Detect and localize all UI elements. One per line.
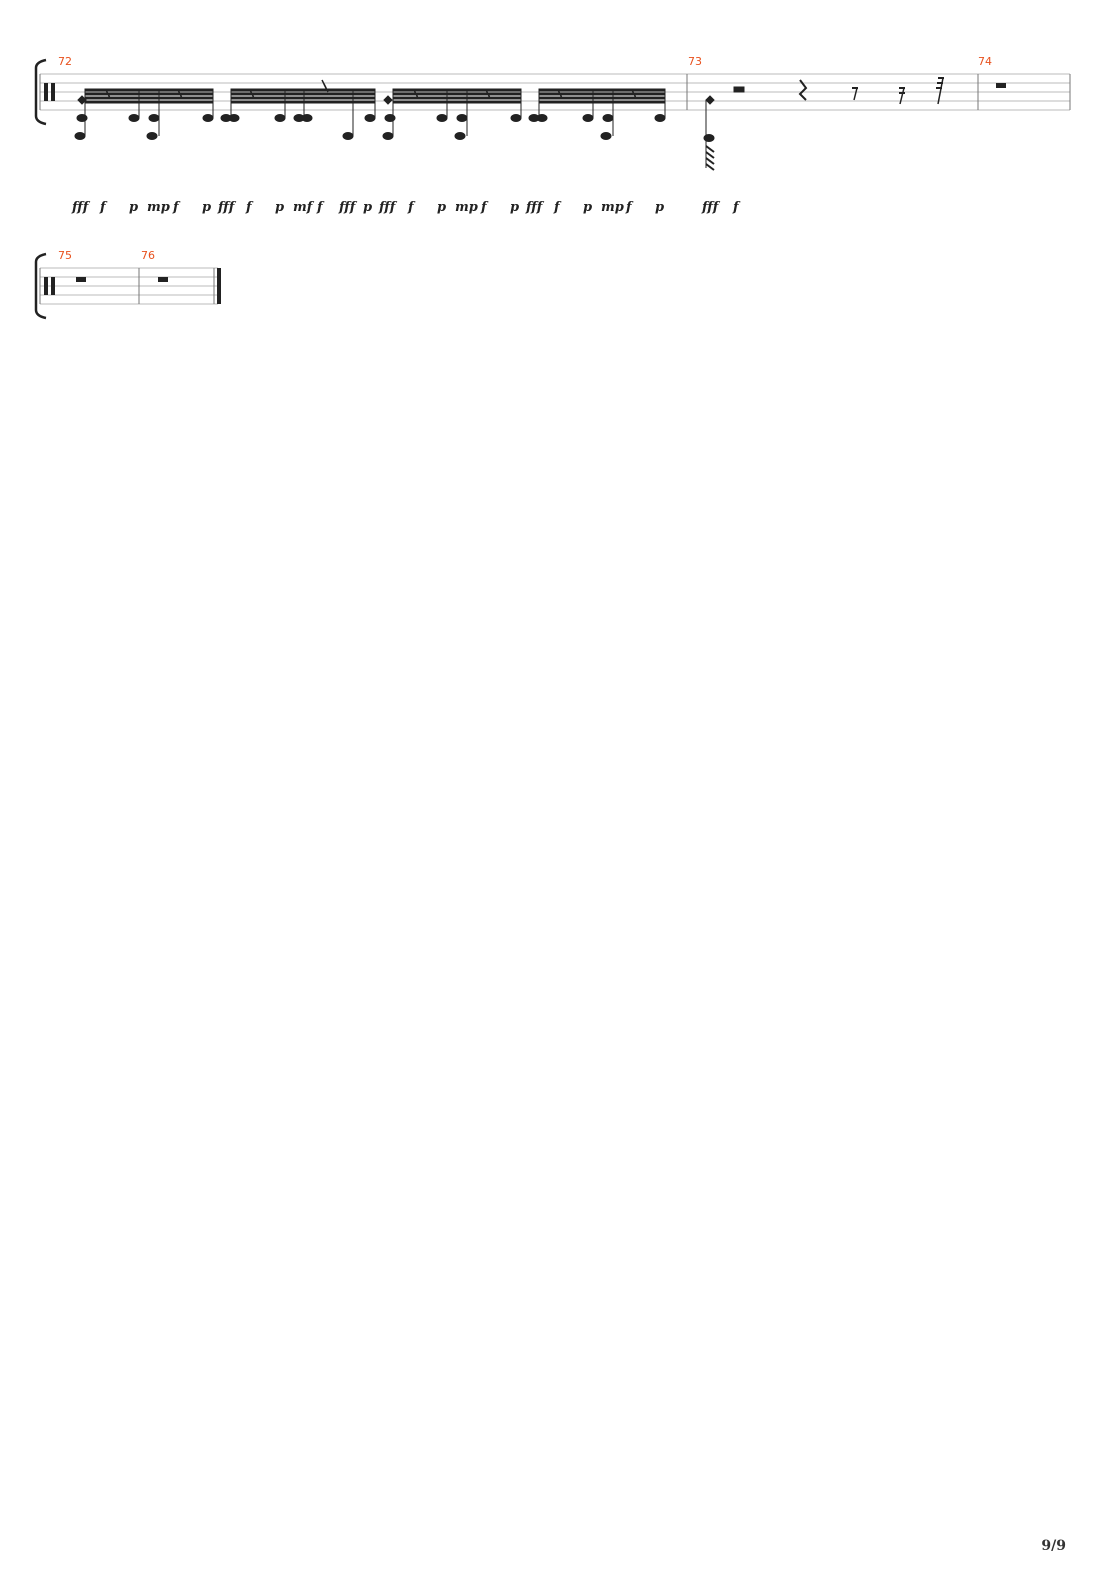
dynamic-marking: p xyxy=(129,200,139,215)
beam-group-1 xyxy=(74,88,214,140)
system-1 xyxy=(34,58,1071,171)
measure-73-notes xyxy=(703,95,715,171)
dynamic-marking: p xyxy=(655,200,665,215)
dynamic-marking: fff xyxy=(526,200,543,215)
percussion-clef xyxy=(44,277,55,295)
dynamic-marking: f xyxy=(554,200,560,215)
measure-73-rests xyxy=(733,77,944,105)
dynamic-marking: f xyxy=(408,200,414,215)
dynamic-marking: p xyxy=(275,200,285,215)
measure-number-75: 75 xyxy=(58,249,72,262)
measure-number-76: 76 xyxy=(141,249,155,262)
barlines xyxy=(39,268,215,304)
measure-number-74: 74 xyxy=(978,55,992,68)
dynamic-marking: f xyxy=(100,200,106,215)
dynamic-marking: f xyxy=(317,200,323,215)
dynamic-marking: f xyxy=(626,200,632,215)
dynamic-marking: p xyxy=(363,200,373,215)
system-bracket xyxy=(34,252,47,320)
beam-group-2 xyxy=(220,79,376,140)
whole-rest xyxy=(76,277,86,282)
dynamic-marking: fff xyxy=(379,200,396,215)
dynamic-marking: mp xyxy=(147,200,170,215)
whole-rest xyxy=(158,277,168,282)
dynamic-marking: p xyxy=(510,200,520,215)
staff-lines xyxy=(40,267,218,305)
dynamic-marking: fff xyxy=(702,200,719,215)
beam-group-4 xyxy=(528,88,666,140)
system-2 xyxy=(34,252,221,320)
dynamic-marking: fff xyxy=(218,200,235,215)
dynamic-marking: p xyxy=(437,200,447,215)
whole-rest xyxy=(996,83,1006,88)
measure-number-73: 73 xyxy=(688,55,702,68)
dynamic-marking: f xyxy=(246,200,252,215)
dynamic-marking: mp xyxy=(455,200,478,215)
dynamic-marking: p xyxy=(202,200,212,215)
staff-lines xyxy=(40,73,1070,111)
percussion-clef xyxy=(44,83,55,101)
dynamic-marking: p xyxy=(583,200,593,215)
dynamic-marking: mf xyxy=(293,200,313,215)
dynamic-marking: mp xyxy=(601,200,624,215)
page-number: 9/9 xyxy=(1041,1538,1066,1554)
dynamic-marking: fff xyxy=(72,200,89,215)
dynamic-marking: f xyxy=(173,200,179,215)
measure-number-72: 72 xyxy=(58,55,72,68)
dynamic-marking: f xyxy=(481,200,487,215)
system-bracket xyxy=(34,58,47,126)
dynamic-marking: fff xyxy=(339,200,356,215)
final-barline xyxy=(217,268,221,304)
barlines xyxy=(39,74,1071,110)
beam-group-3 xyxy=(382,88,522,140)
dynamic-marking: f xyxy=(733,200,739,215)
